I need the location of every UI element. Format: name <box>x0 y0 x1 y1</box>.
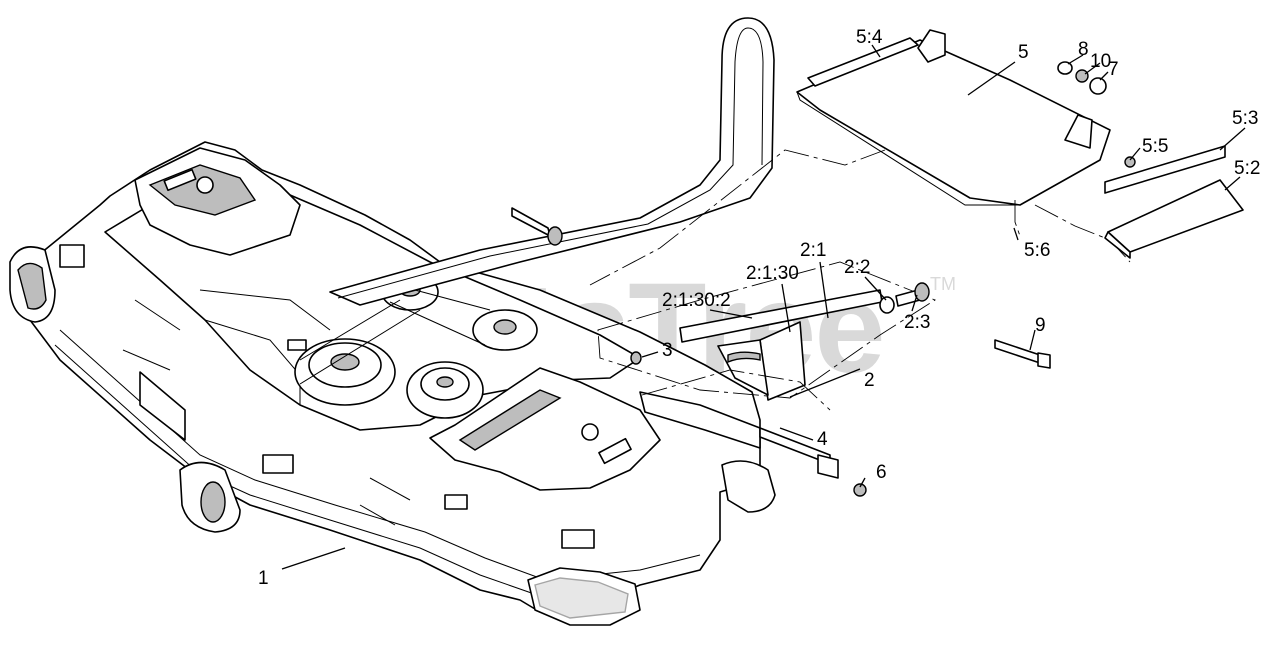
watermark-trademark: TM <box>930 274 956 294</box>
leader-5-2 <box>1224 176 1241 191</box>
callout-1: 1 <box>258 568 269 589</box>
leader-7 <box>1099 71 1109 81</box>
pivot-assembly <box>597 261 936 401</box>
callout-5-3: 5:3 <box>1232 108 1258 129</box>
leader-10 <box>1084 62 1101 75</box>
leader-2-1-30-2 <box>709 309 753 319</box>
callout-5-4: 5:4 <box>856 27 883 48</box>
leader-2-1 <box>819 261 829 319</box>
leader-2-3 <box>911 294 918 312</box>
callout-10: 10 <box>1090 51 1111 72</box>
callout-3: 3 <box>662 340 673 361</box>
callout-4: 4 <box>817 429 828 450</box>
callout-2-1-30: 2:1:30 <box>746 263 799 284</box>
bolt-9 <box>994 339 1051 369</box>
callout-labels: 1 2 2:1 2:1:30 2:1:30:2 2:2 2:3 3 4 5 5:… <box>258 27 1260 589</box>
bracket-5-2 <box>1104 179 1244 259</box>
hardware-8-10-7 <box>1057 61 1107 95</box>
callout-6: 6 <box>876 462 887 483</box>
left-pulley <box>294 338 396 406</box>
leader-9 <box>1029 329 1036 351</box>
callout-5: 5 <box>1018 42 1029 63</box>
leader-2 <box>789 368 861 398</box>
idler-pulley-2 <box>472 309 538 351</box>
nut-6 <box>853 483 867 497</box>
callout-7: 7 <box>1108 59 1119 80</box>
leader-1 <box>281 547 346 570</box>
callout-2-2: 2:2 <box>844 257 870 278</box>
callout-8: 8 <box>1078 39 1089 60</box>
leader-5 <box>967 61 1016 96</box>
leader-2-2 <box>864 276 887 301</box>
callout-2-1-30-2: 2:1:30:2 <box>662 290 731 311</box>
callout-2-3: 2:3 <box>904 312 930 333</box>
mower-deck <box>9 141 776 626</box>
leader-5-5 <box>1129 147 1141 161</box>
center-pulley <box>406 361 484 419</box>
leader-4 <box>779 427 814 441</box>
leader-6 <box>859 477 866 488</box>
leader-5-6 <box>1013 227 1019 241</box>
leader-5-4 <box>871 44 881 58</box>
callout-5-2: 5:2 <box>1234 158 1260 179</box>
leader-8 <box>1067 54 1084 65</box>
leader-5-3 <box>1219 127 1246 151</box>
callout-5-6: 5:6 <box>1024 240 1050 261</box>
rod-4 <box>641 369 839 479</box>
bracket-5-3 <box>1104 145 1226 194</box>
callout-5-5: 5:5 <box>1142 136 1168 157</box>
cover-plate <box>589 29 1131 286</box>
leader-lines <box>281 44 1246 570</box>
callout-2: 2 <box>864 370 875 391</box>
callout-9: 9 <box>1035 315 1046 336</box>
handle-bar <box>329 17 775 306</box>
leader-2-1-30 <box>781 283 791 333</box>
leader-3 <box>641 351 659 358</box>
callout-2-1: 2:1 <box>800 240 826 261</box>
